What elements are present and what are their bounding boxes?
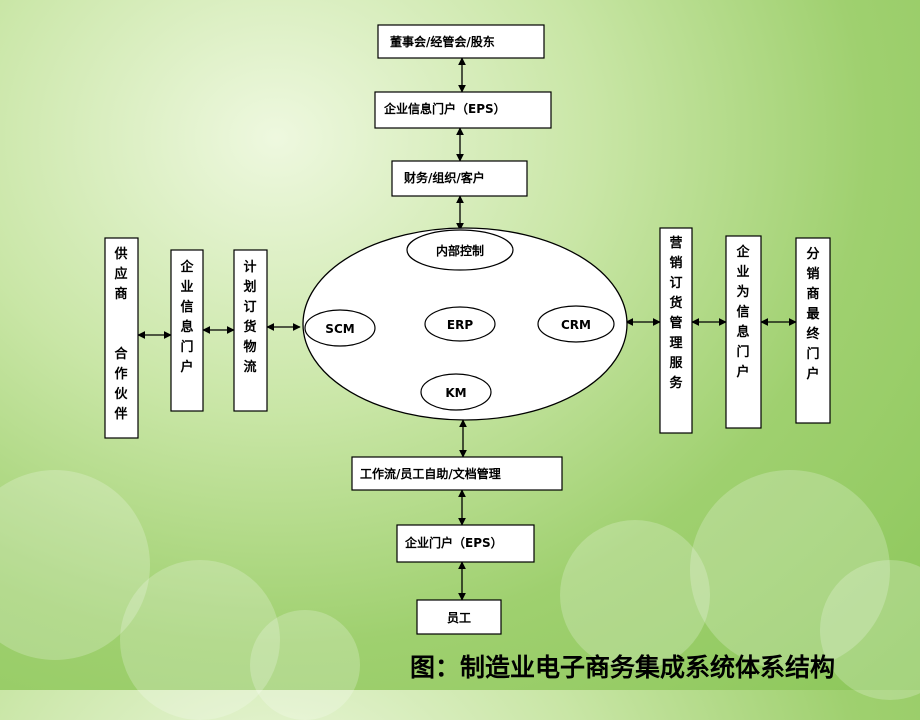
supplier-box: 供应商 合作伙伴 (104, 237, 139, 439)
planning-label: 计划订货物流 (243, 259, 256, 375)
crm-node: CRM (537, 305, 615, 343)
erp-node: ERP (424, 306, 496, 342)
finance-box: 财务/组织/客户 (391, 160, 528, 197)
marketing-label: 营销订货管理服务 (669, 235, 683, 391)
erp-label: ERP (447, 318, 473, 332)
enterprise-portal-left-box: 企业信息门户 (170, 249, 204, 412)
architecture-diagram: 董事会/经管会/股东 企业信息门户（EPS） 财务/组织/客户 内部控制 SCM… (104, 24, 831, 635)
employee-label: 员工 (447, 611, 471, 625)
internal-control-label: 内部控制 (436, 243, 484, 258)
crm-label: CRM (561, 318, 591, 332)
partner-label: 合作伙伴 (113, 346, 128, 422)
planning-box: 计划订货物流 (233, 249, 268, 412)
enterprise-portal-right-label: 企业为信息门户 (735, 244, 750, 380)
km-label: KM (445, 386, 466, 400)
eps-top-box: 企业信息门户（EPS） (374, 91, 552, 129)
marketing-box: 营销订货管理服务 (659, 227, 693, 434)
board-label: 董事会/经管会/股东 (390, 34, 495, 49)
scm-node: SCM (304, 309, 376, 347)
distributor-label: 分销商最终门户 (806, 246, 820, 382)
workflow-label: 工作流/员工自助/文档管理 (360, 466, 501, 481)
employee-box: 员工 (416, 599, 502, 635)
workflow-box: 工作流/员工自助/文档管理 (351, 456, 563, 491)
enterprise-portal-right-box: 企业为信息门户 (725, 235, 762, 429)
board-box: 董事会/经管会/股东 (377, 24, 545, 59)
scm-label: SCM (325, 322, 354, 336)
supplier-label: 供应商 (113, 246, 127, 302)
km-node: KM (420, 373, 492, 411)
bokeh-decoration (690, 470, 890, 670)
eps-bottom-label: 企业门户（EPS） (404, 535, 503, 550)
bokeh-decoration (0, 470, 150, 660)
bokeh-decoration (560, 520, 710, 670)
distributor-box: 分销商最终门户 (795, 237, 831, 424)
finance-label: 财务/组织/客户 (403, 170, 485, 185)
internal-control-node: 内部控制 (406, 229, 514, 271)
enterprise-portal-left-label: 企业信息门户 (179, 259, 194, 375)
eps-top-label: 企业信息门户（EPS） (383, 101, 506, 116)
eps-bottom-box: 企业门户（EPS） (396, 524, 535, 563)
diagram-caption: 图：制造业电子商务集成系统体系结构 (410, 653, 836, 682)
